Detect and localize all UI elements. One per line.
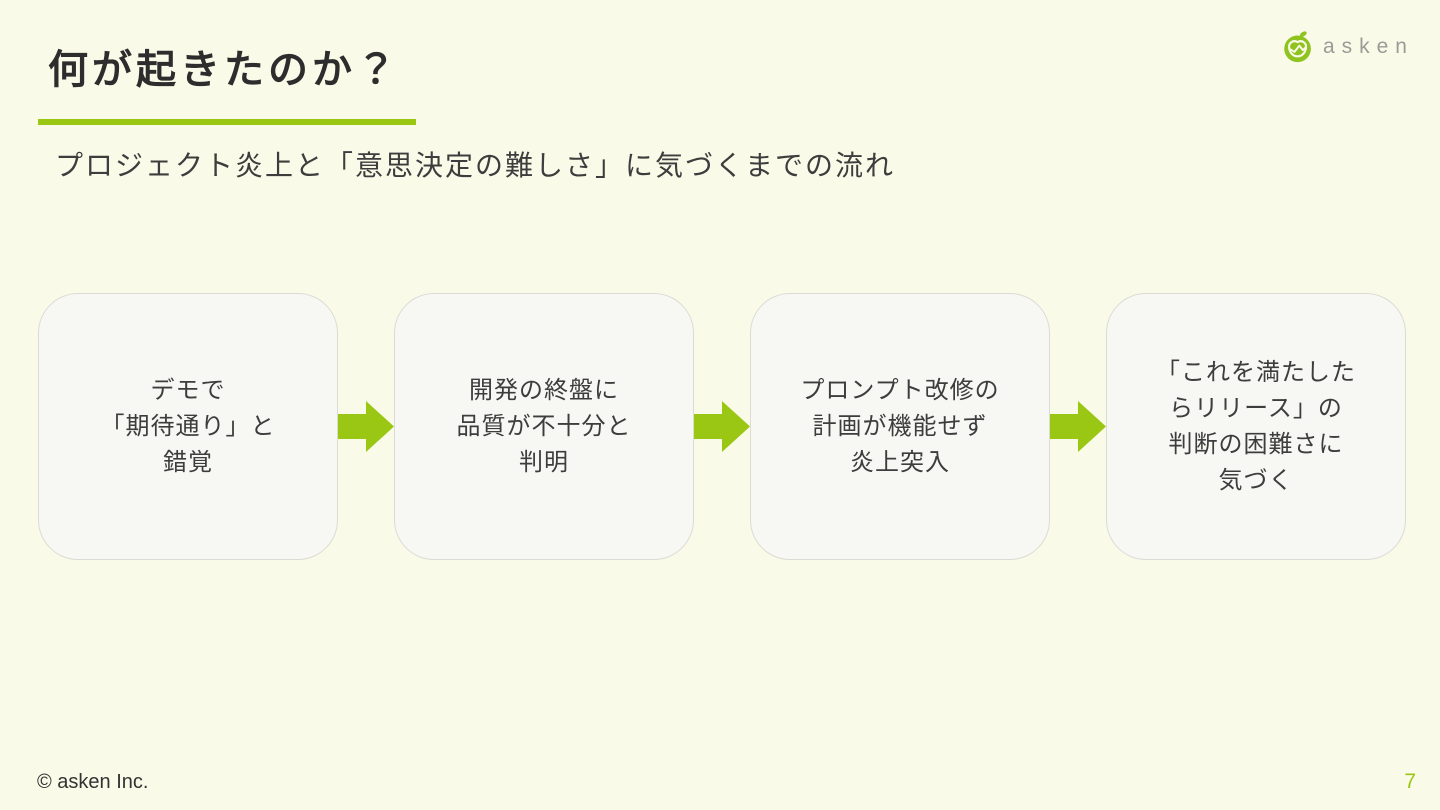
arrow-right-icon <box>1050 293 1106 560</box>
copyright: © asken Inc. <box>37 771 149 793</box>
page-number: 7 <box>1404 770 1416 793</box>
flow-step-box-4: 「これを満たした らリリース」の 判断の困難さに 気づく <box>1106 293 1406 560</box>
arrow-right-icon <box>338 293 394 560</box>
flow-step-text: プロンプト改修の 計画が機能せず 炎上突入 <box>800 376 1000 476</box>
flow-step-box-2: 開発の終盤に 品質が不十分と 判明 <box>394 293 694 560</box>
flow-step-box-1: デモで 「期待通り」と 錯覚 <box>38 293 338 560</box>
subtitle: プロジェクト炎上と「意思決定の難しさ」に気づくまでの流れ <box>55 150 896 181</box>
asken-apple-icon <box>1284 31 1311 63</box>
flow-step-text: 「これを満たした らリリース」の 判断の困難さに 気づく <box>1156 358 1356 494</box>
flow-step-text: デモで 「期待通り」と 錯覚 <box>100 376 276 476</box>
asken-logo: asken <box>1282 30 1414 64</box>
page-title: 何が起きたのか？ <box>48 48 400 92</box>
flow-diagram: デモで 「期待通り」と 錯覚 開発の終盤に 品質が不十分と 判明 プロンプト改修… <box>38 293 1406 560</box>
flow-step-text: 開発の終盤に 品質が不十分と 判明 <box>456 376 632 476</box>
logo-text: asken <box>1322 35 1414 58</box>
arrow-right-icon <box>694 293 750 560</box>
flow-step-box-3: プロンプト改修の 計画が機能せず 炎上突入 <box>750 293 1050 560</box>
title-underline <box>38 119 416 125</box>
